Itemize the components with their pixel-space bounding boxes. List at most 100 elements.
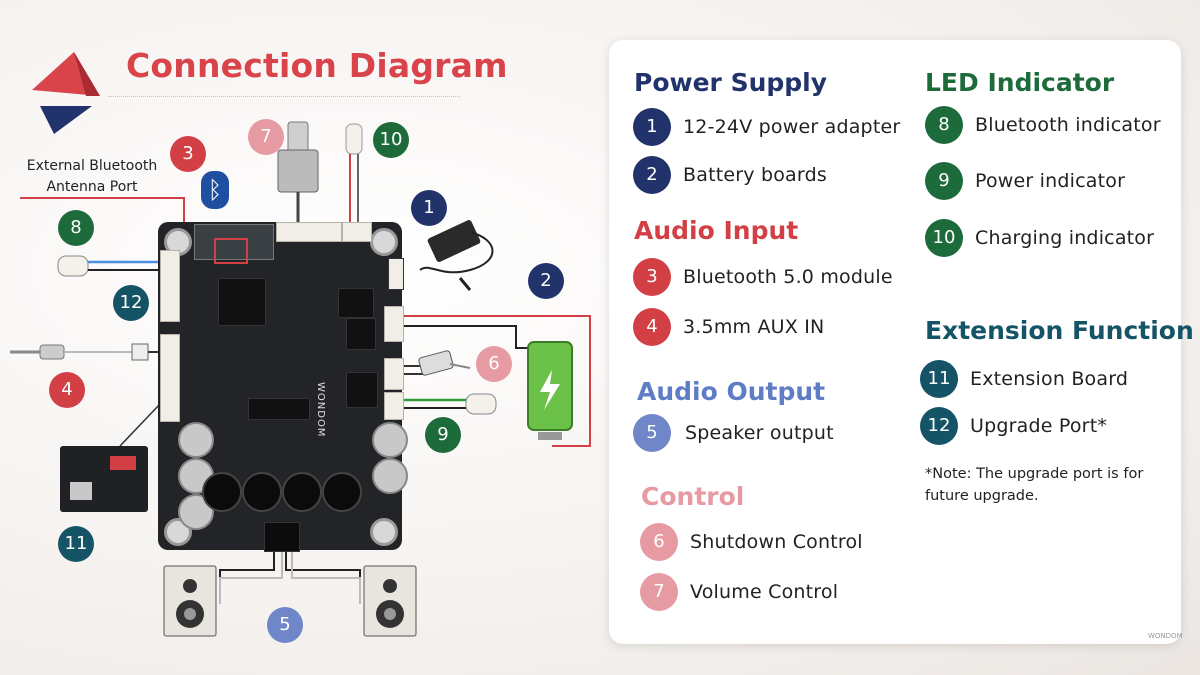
legend-item-1: 1 12-24V power adapter bbox=[633, 107, 900, 147]
power-adapter-icon bbox=[419, 220, 494, 291]
title-divider bbox=[108, 96, 460, 97]
antenna-port bbox=[214, 238, 248, 264]
extension-function-title: Extension Function bbox=[925, 316, 1194, 345]
power-led-connector bbox=[384, 392, 404, 420]
legend-label: 12-24V power adapter bbox=[683, 116, 901, 138]
legend-item-8: 8 Bluetooth indicator bbox=[925, 105, 1161, 145]
shutdown-connector bbox=[384, 358, 404, 390]
callout-7: 7 bbox=[248, 119, 284, 155]
callout-10: 10 bbox=[373, 122, 409, 158]
legend-item-10: 10 Charging indicator bbox=[925, 218, 1154, 258]
power-supply-title: Power Supply bbox=[634, 68, 828, 97]
legend-badge: 1 bbox=[633, 108, 671, 146]
inductor bbox=[282, 472, 322, 512]
legend-item-4: 4 3.5mm AUX IN bbox=[633, 307, 824, 347]
callout-1: 1 bbox=[411, 190, 447, 226]
legend-item-3: 3 Bluetooth 5.0 module bbox=[633, 257, 893, 297]
logo-icon bbox=[32, 52, 100, 134]
capacitor bbox=[372, 422, 408, 458]
battery-connector bbox=[384, 306, 404, 342]
right-speaker-icon bbox=[363, 565, 417, 637]
callout-12: 12 bbox=[113, 285, 149, 321]
callout-9: 9 bbox=[425, 417, 461, 453]
dc-jack bbox=[388, 258, 404, 290]
legend-badge: 3 bbox=[633, 258, 671, 296]
callout-8: 8 bbox=[58, 210, 94, 246]
callout-6: 6 bbox=[476, 346, 512, 382]
legend-label: Volume Control bbox=[690, 581, 839, 603]
wiring-diagram bbox=[10, 121, 591, 637]
mount-hole bbox=[370, 518, 398, 546]
legend-label: 3.5mm AUX IN bbox=[683, 316, 825, 338]
legend-badge: 8 bbox=[925, 106, 963, 144]
volume-knob-icon bbox=[277, 121, 319, 222]
legend-item-12: 12 Upgrade Port* bbox=[920, 406, 1107, 446]
control-title: Control bbox=[641, 482, 745, 511]
legend-badge: 10 bbox=[925, 219, 963, 257]
legend-label: Battery boards bbox=[683, 164, 827, 186]
inductor bbox=[202, 472, 242, 512]
legend-label: Extension Board bbox=[970, 368, 1129, 390]
legend-item-11: 11 Extension Board bbox=[920, 359, 1128, 399]
callout-2: 2 bbox=[528, 263, 564, 299]
amp-chip bbox=[248, 398, 310, 420]
battery-icon bbox=[527, 341, 573, 440]
note-line1: *Note: The upgrade port is for bbox=[925, 466, 1144, 482]
aux-connector bbox=[160, 334, 180, 422]
left-speaker-icon bbox=[163, 565, 217, 637]
legend-badge: 4 bbox=[633, 308, 671, 346]
legend-card bbox=[609, 40, 1181, 644]
extension-board-icon bbox=[60, 403, 161, 512]
antenna-label-line2: Antenna Port bbox=[46, 179, 138, 195]
brand-mark: WONDOM bbox=[1148, 632, 1183, 640]
legend-badge: 5 bbox=[633, 414, 671, 452]
legend-badge: 9 bbox=[925, 162, 963, 200]
bluetooth-module bbox=[194, 224, 274, 260]
legend-item-9: 9 Power indicator bbox=[925, 161, 1125, 201]
charging-led-connector bbox=[342, 222, 372, 242]
legend-badge: 12 bbox=[920, 407, 958, 445]
speaker-connector bbox=[264, 522, 300, 552]
regulator-chip bbox=[338, 288, 374, 318]
charging-led-icon bbox=[345, 123, 363, 222]
bluetooth-led-icon bbox=[57, 255, 89, 277]
legend-label: Power indicator bbox=[975, 170, 1126, 192]
mosfet-chip bbox=[346, 372, 378, 408]
callout-3: 3 bbox=[170, 136, 206, 172]
audio-input-title: Audio Input bbox=[634, 216, 799, 245]
bt-led-connector bbox=[160, 250, 180, 322]
callout-11: 11 bbox=[58, 526, 94, 562]
led-indicator-title: LED Indicator bbox=[925, 68, 1115, 97]
audio-output-title: Audio Output bbox=[637, 377, 826, 406]
callout-4: 4 bbox=[49, 372, 85, 408]
legend-label: Bluetooth 5.0 module bbox=[683, 266, 893, 288]
legend-label: Bluetooth indicator bbox=[975, 114, 1161, 136]
legend-label: Shutdown Control bbox=[690, 531, 863, 553]
amplifier-board: WONDOM bbox=[158, 222, 408, 552]
capacitor bbox=[372, 458, 408, 494]
antenna-label-line1: External Bluetooth bbox=[26, 158, 158, 174]
volume-connector bbox=[276, 222, 342, 242]
legend-item-5: 5 Speaker output bbox=[633, 413, 834, 453]
legend-badge: 7 bbox=[640, 573, 678, 611]
capacitor bbox=[178, 422, 214, 458]
legend-label: Charging indicator bbox=[975, 227, 1155, 249]
power-led-icon bbox=[465, 393, 497, 415]
main-chip bbox=[218, 278, 266, 326]
legend-item-2: 2 Battery boards bbox=[633, 155, 827, 195]
inductor bbox=[242, 472, 282, 512]
shutdown-switch-icon bbox=[402, 350, 471, 376]
mosfet-chip bbox=[346, 318, 376, 350]
note-line2: future upgrade. bbox=[925, 488, 1039, 504]
mount-hole bbox=[370, 228, 398, 256]
inductor bbox=[322, 472, 362, 512]
antenna-port-label: External Bluetooth Antenna Port bbox=[22, 156, 162, 198]
legend-badge: 6 bbox=[640, 523, 678, 561]
bluetooth-icon: ᛒ bbox=[201, 171, 229, 209]
legend-badge: 11 bbox=[920, 360, 958, 398]
page-title: Connection Diagram bbox=[126, 46, 508, 85]
legend-label: Upgrade Port* bbox=[970, 415, 1108, 437]
legend-badge: 2 bbox=[633, 156, 671, 194]
upgrade-note: *Note: The upgrade port is for future up… bbox=[925, 463, 1165, 507]
legend-item-6: 6 Shutdown Control bbox=[640, 522, 863, 562]
